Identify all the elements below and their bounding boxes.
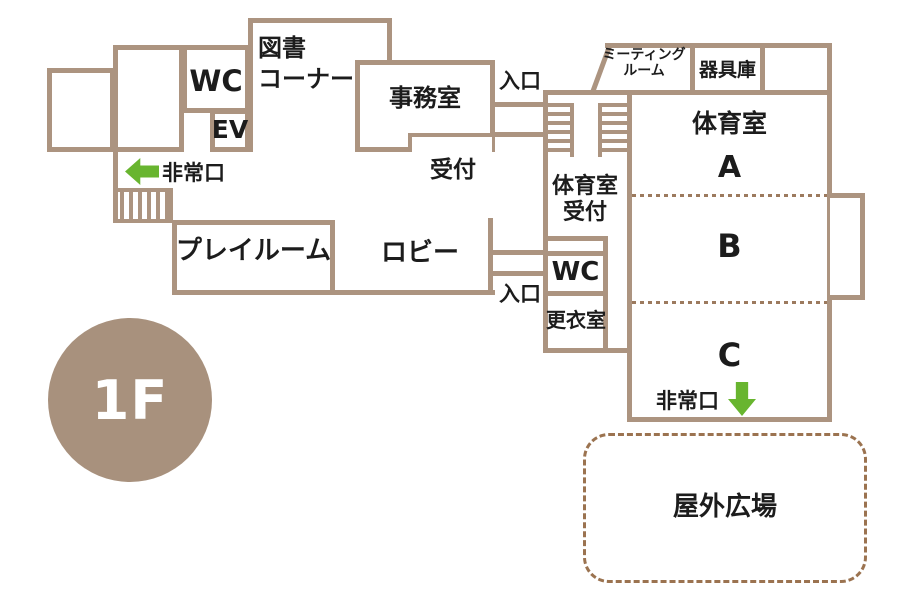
- wall-passage-top: [493, 102, 545, 107]
- office-label: 事務室: [389, 84, 461, 112]
- wall-library-left: [248, 18, 253, 152]
- playroom-label: プレイルーム: [175, 236, 332, 266]
- room-unlabeled-middle: [113, 45, 184, 152]
- room-elevator: [210, 109, 250, 152]
- gym-divider-bc: [632, 301, 827, 304]
- meeting-room-label: ミーティング ルーム: [602, 47, 686, 79]
- gym-side-annex: [830, 193, 865, 300]
- wall-library-right: [387, 18, 392, 65]
- wall-lobby-right: [488, 218, 493, 295]
- stairs-left: [115, 188, 173, 223]
- reception-counter: [408, 133, 492, 152]
- wall-library-top: [248, 18, 392, 23]
- wall-lobby-stub-top: [488, 250, 545, 255]
- outdoor-plaza-outline: [583, 433, 867, 583]
- reception-label: 受付: [430, 157, 476, 183]
- lobby-label: ロビー: [380, 238, 459, 268]
- gym-section-a-label: A: [717, 150, 742, 185]
- wall-vestibule-bottom: [545, 251, 608, 256]
- emergency-exit-down-arrow-icon: [728, 382, 756, 416]
- wall-lobby-stub-bottom: [488, 271, 545, 276]
- gym-title-label: 体育室: [691, 109, 767, 138]
- entrance-bottom-label: 入口: [499, 282, 541, 306]
- entrance-top-label: 入口: [499, 69, 541, 93]
- gym-section-c-label: C: [717, 336, 742, 374]
- floor-badge: 1F: [48, 318, 212, 482]
- wall-corridor-left: [543, 90, 548, 353]
- wc-lower-label: WC: [551, 257, 600, 287]
- library-label: 図書 コーナー: [258, 34, 354, 93]
- wall-passage-bottom: [493, 132, 545, 137]
- wall-band-div1: [690, 48, 695, 93]
- stairs-corridor-left: [548, 103, 574, 157]
- emergency-exit-left-label: 非常口: [162, 161, 225, 185]
- wall-lobby-bottom: [328, 290, 495, 295]
- emergency-exit-bottom-label: 非常口: [656, 389, 719, 413]
- wall-gym-bottom: [627, 417, 832, 422]
- wall-band-div2: [760, 48, 765, 93]
- wall-gym-right: [827, 43, 832, 422]
- wall-gym-left: [627, 90, 632, 422]
- wall-stairwell-left: [113, 147, 118, 223]
- wall-gym-top: [543, 90, 832, 95]
- room-playroom: [172, 220, 335, 295]
- wall-vestibule-top: [545, 236, 608, 241]
- equipment-storage-label: 器具庫: [698, 59, 756, 81]
- wall-column-right: [603, 236, 608, 353]
- wall-wc-lower-bottom: [545, 291, 608, 296]
- elevator-label: EV: [211, 115, 249, 144]
- wall-changing-bottom: [545, 348, 632, 353]
- gym-divider-ab: [632, 194, 827, 197]
- wall-band-top: [605, 43, 832, 48]
- changing-room-label: 更衣室: [546, 308, 606, 332]
- gym-section-b-label: B: [717, 227, 742, 265]
- stairs-corridor-right: [598, 103, 627, 157]
- room-unlabeled-left: [47, 68, 115, 152]
- wc-upper-label: WC: [189, 64, 243, 98]
- outdoor-plaza-label: 屋外広場: [672, 492, 777, 522]
- gym-reception-label: 体育室 受付: [551, 174, 618, 225]
- emergency-exit-left-arrow-icon: [125, 158, 159, 185]
- floor-badge-label: 1F: [91, 368, 169, 432]
